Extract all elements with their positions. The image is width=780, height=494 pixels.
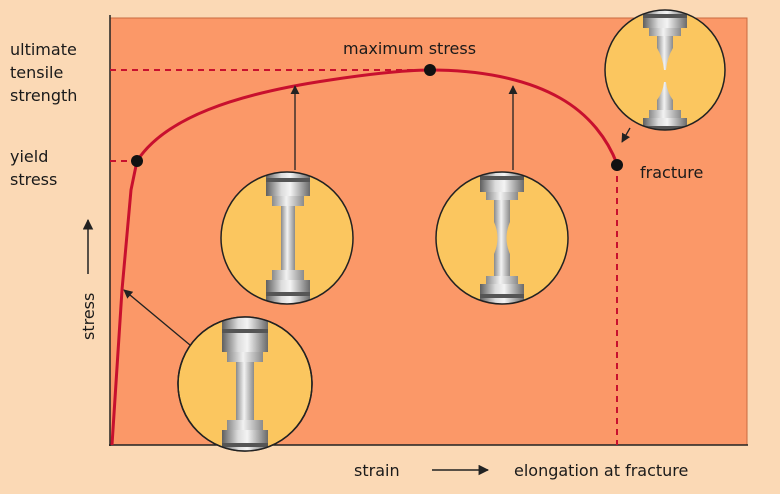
specimen-yield xyxy=(220,171,354,305)
stress-axis-label-group: stress xyxy=(79,218,98,340)
uts-label-line2: tensile xyxy=(10,63,63,82)
strain-axis-label: strain xyxy=(354,461,400,480)
yield-label-line2: stress xyxy=(10,170,57,189)
fracture-label: fracture xyxy=(640,163,703,182)
max-stress-point xyxy=(424,64,436,76)
yield-point xyxy=(131,155,143,167)
arrow-fracture xyxy=(621,127,631,143)
specimen-fracture xyxy=(604,9,726,131)
uts-label-line3: strength xyxy=(10,86,77,105)
max-stress-label: maximum stress xyxy=(343,39,476,58)
elongation-label: elongation at fracture xyxy=(514,461,688,480)
stress-axis-label: stress xyxy=(79,293,98,340)
arrow-elastic xyxy=(123,289,191,346)
specimen-necking xyxy=(435,171,569,305)
stress-strain-curve xyxy=(110,68,619,446)
uts-label-line1: ultimate xyxy=(10,40,77,59)
specimen-elastic xyxy=(177,316,313,452)
fracture-point xyxy=(611,159,623,171)
yield-label-line1: yield xyxy=(10,147,48,166)
